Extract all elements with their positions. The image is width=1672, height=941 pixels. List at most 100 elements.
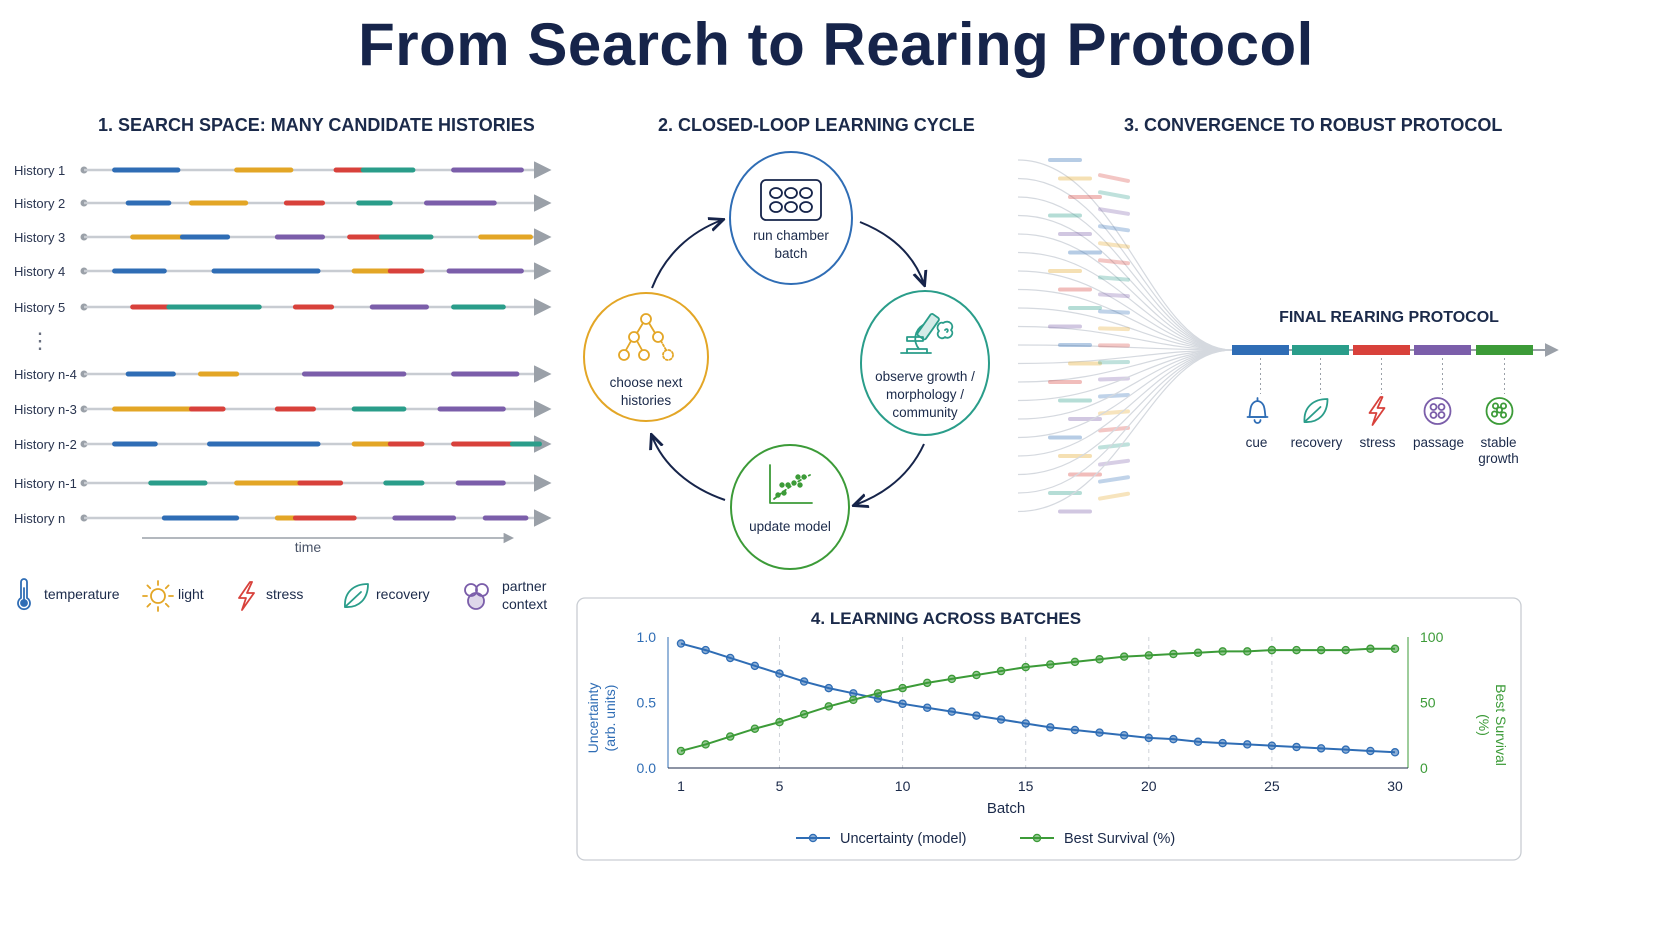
chart-point xyxy=(701,645,710,655)
legend-item-stress: stress xyxy=(238,581,303,611)
legend-item-recovery: recovery xyxy=(344,583,430,608)
candidate-segment xyxy=(1098,241,1130,249)
chart-point xyxy=(1021,719,1030,728)
chart-point xyxy=(1144,733,1154,743)
scatter-plot-icon xyxy=(769,464,813,504)
chart-point xyxy=(1366,746,1375,756)
chart-point xyxy=(996,666,1006,676)
chart-point xyxy=(1218,738,1227,748)
protocol-step-label: passage xyxy=(1413,435,1464,450)
chart-point xyxy=(972,670,981,680)
legend-label: temperature xyxy=(44,586,120,602)
candidate-curve xyxy=(1017,349,1233,439)
chart-point xyxy=(1243,647,1252,656)
chart-legend-item: Best Survival (%) xyxy=(1020,831,1175,847)
chart-left-tick-label: 0.0 xyxy=(637,760,657,776)
candidate-path xyxy=(1017,176,1233,351)
cycle-node-label: choose next xyxy=(610,375,683,390)
legend-item-light: light xyxy=(142,580,204,612)
colony-icon xyxy=(1485,397,1514,425)
chart-point xyxy=(1193,737,1203,747)
candidate-segment xyxy=(1098,190,1130,200)
candidate-curve xyxy=(1017,196,1233,351)
chart-point xyxy=(775,669,784,678)
chart-point xyxy=(873,689,883,698)
chart-right-tick-label: 50 xyxy=(1420,695,1436,711)
history-row: History n-3 xyxy=(14,400,552,418)
chart-point xyxy=(1169,649,1178,659)
cycle-node-label: community xyxy=(892,405,958,420)
legend-label: partner xyxy=(502,578,547,594)
chart-left-axis-label: Uncertainty(arb. units) xyxy=(585,683,618,754)
candidate-curve xyxy=(1017,288,1233,351)
chart-point xyxy=(1316,744,1326,753)
cycle-node-label: morphology / xyxy=(886,387,964,402)
cycle-arrow xyxy=(855,443,925,505)
history-label: History 5 xyxy=(14,300,65,315)
section-2-title: 2. CLOSED-LOOP LEARNING CYCLE xyxy=(658,115,975,135)
candidate-path xyxy=(1017,158,1233,351)
protocol-step-label: growth xyxy=(1478,451,1519,466)
lightning-icon xyxy=(1368,396,1386,426)
chart-legend-label: Best Survival (%) xyxy=(1064,831,1175,847)
cycle-node-update: update model xyxy=(730,444,850,570)
chart-point xyxy=(1316,645,1326,655)
chart-right-tick-label: 100 xyxy=(1420,629,1444,645)
candidate-curve xyxy=(1017,159,1233,351)
candidate-curve xyxy=(1017,344,1233,351)
chart-point xyxy=(1021,662,1030,672)
chart-point xyxy=(1070,657,1080,667)
cycle-node-circle xyxy=(860,290,990,436)
chart-point xyxy=(1218,647,1227,656)
candidate-segment xyxy=(1098,458,1130,467)
legend-label: context xyxy=(502,596,547,612)
history-label: History n-1 xyxy=(14,476,77,491)
chart-point xyxy=(898,683,907,693)
chart-point xyxy=(1267,741,1277,750)
protocol-step-label: cue xyxy=(1246,435,1268,450)
chart-point xyxy=(1341,645,1351,655)
protocol-step-label: recovery xyxy=(1291,435,1343,450)
main-title: From Search to Rearing Protocol xyxy=(358,11,1314,78)
candidate-segment xyxy=(1098,491,1130,501)
candidate-segment xyxy=(1098,275,1130,282)
candidate-path xyxy=(1017,232,1233,351)
chart-point xyxy=(1169,734,1178,744)
chart-right-axis-label-line: (%) xyxy=(1476,714,1492,736)
chart-title: 4. LEARNING ACROSS BATCHES xyxy=(811,609,1081,628)
candidate-path xyxy=(1017,306,1233,351)
chart-point xyxy=(1095,655,1104,664)
protocol-step-bar xyxy=(1292,345,1349,355)
thermometer-icon xyxy=(17,578,31,611)
chart-point xyxy=(1366,644,1375,654)
candidate-curve xyxy=(1017,349,1233,383)
history-label: History n-3 xyxy=(14,402,77,417)
chart-point xyxy=(898,699,907,709)
history-row: History 3 xyxy=(14,228,552,246)
chart-legend-label: Uncertainty (model) xyxy=(840,831,967,847)
candidate-segment xyxy=(1098,207,1130,216)
chart-point xyxy=(1267,645,1277,655)
candidate-curve xyxy=(1017,233,1233,351)
chart-point xyxy=(1119,652,1129,661)
legend-label: recovery xyxy=(376,586,430,602)
section-1-title: 1. SEARCH SPACE: MANY CANDIDATE HISTORIE… xyxy=(98,115,535,135)
lightning-icon xyxy=(238,581,255,611)
legend-label: stress xyxy=(266,586,303,602)
chart-legend-marker xyxy=(808,833,818,843)
final-protocol-title: FINAL REARING PROTOCOL xyxy=(1279,309,1499,326)
protocol-step: recovery xyxy=(1291,345,1349,450)
cycle-node-circle xyxy=(729,151,853,285)
history-label: History n xyxy=(14,511,65,526)
chart-legend-marker xyxy=(1032,833,1042,843)
chart-left-tick-label: 0.5 xyxy=(637,695,657,711)
candidate-curve xyxy=(1017,349,1233,365)
protocol-step-bar xyxy=(1414,345,1471,355)
chart-point xyxy=(1193,648,1203,657)
chart-point xyxy=(725,653,735,663)
history-label: History n-2 xyxy=(14,437,77,452)
